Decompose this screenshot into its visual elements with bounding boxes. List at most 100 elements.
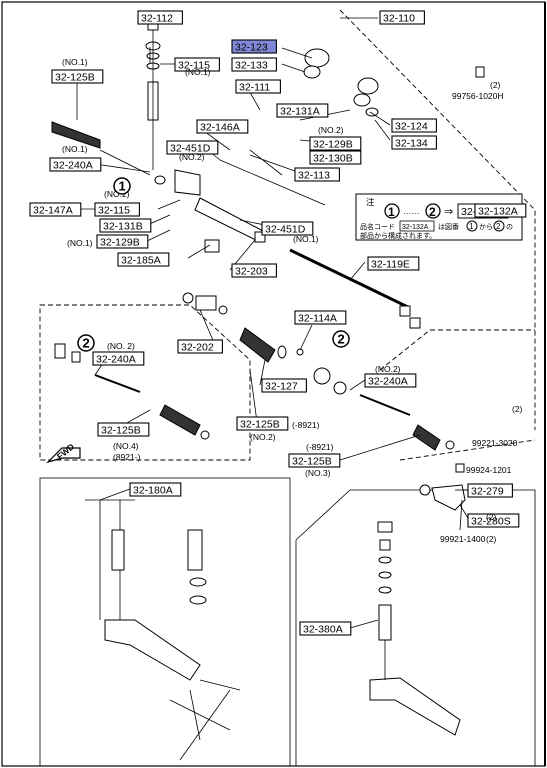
part-label-32-123[interactable]: 32-123	[231, 39, 277, 54]
part-label-32-129b[interactable]: 32-129B	[309, 136, 362, 151]
part-label-32-185a[interactable]: 32-185A	[117, 252, 170, 267]
part-label-text: 32-451D	[265, 224, 306, 236]
part-label-32-124[interactable]: 32-124	[391, 118, 437, 133]
fwd-arrow	[45, 447, 81, 464]
note-n21: 99924-1201	[466, 465, 512, 475]
part-label-32-127[interactable]: 32-127	[261, 378, 307, 393]
part-label-32-147a[interactable]: 32-147A	[29, 202, 82, 217]
part-label-32-131a[interactable]: 32-131A	[276, 103, 329, 118]
left-sub-parts	[54, 343, 210, 440]
note-n12: (8921-)	[113, 452, 141, 462]
part-label-text: 32-131B	[103, 221, 143, 233]
leader-lines	[75, 17, 469, 629]
part-label-32-131b[interactable]: 32-131B	[99, 218, 152, 233]
part-label-32-125b[interactable]: 32-125B	[236, 416, 289, 431]
part-label-text: 32-180A	[133, 485, 173, 497]
part-label-32-119e[interactable]: 32-119E	[367, 256, 420, 271]
part-label-32-240a[interactable]: 32-240A	[49, 157, 102, 172]
part-label-text: 32-240A	[53, 160, 93, 172]
part-label-text: 32-451D	[170, 143, 211, 155]
group-circle-text: 2	[83, 336, 90, 351]
group-circle-text: 2	[338, 332, 345, 347]
part-label-text: 32-113	[298, 170, 330, 182]
group-circle-2: 2	[332, 330, 350, 348]
part-label-32-133[interactable]: 32-133	[231, 57, 277, 72]
part-label-32-112[interactable]: 32-112	[137, 10, 183, 25]
note-n13: (NO.2)	[250, 432, 276, 442]
note-n2: (NO.1)	[185, 67, 211, 77]
note-n23: 99921-1400	[440, 534, 486, 544]
part-label-32-130b[interactable]: 32-130B	[309, 150, 362, 165]
note-n15: (-8921)	[306, 442, 334, 452]
part-label-text: 32-129B	[100, 237, 140, 249]
part-label-32-240a[interactable]: 32-240A	[92, 351, 145, 366]
note-n4: (NO.2)	[179, 152, 205, 162]
part-label-text: 32-185A	[121, 255, 161, 267]
part-label-text: 32-133	[235, 60, 268, 72]
part-label-32-202[interactable]: 32-202	[177, 339, 223, 354]
part-label-text: 32-280S	[471, 516, 511, 528]
mid-parts	[182, 292, 347, 395]
part-label-32-125b[interactable]: 32-125B	[97, 422, 150, 437]
part-label-text: 32-119E	[371, 259, 410, 271]
part-label-text: 32-125B	[55, 72, 95, 84]
part-label-text: 32-146A	[200, 122, 240, 134]
group-circle-1: 1	[113, 177, 131, 195]
part-label-32-132a[interactable]: 32-132A	[474, 203, 527, 218]
part-label-32-113[interactable]: 32-113	[294, 167, 340, 182]
group-circle-2: 2	[77, 334, 95, 352]
legend-circle-3: 1	[469, 222, 474, 231]
legend-title: 注	[366, 197, 375, 207]
part-label-text: 32-202	[181, 342, 214, 354]
part-label-32-280s[interactable]: 32-280S	[467, 513, 520, 528]
note-n10: (NO.2)	[375, 364, 401, 374]
part-label-text: 32-240A	[96, 354, 136, 366]
part-label-text: 32-127	[265, 381, 298, 393]
note-n6: (NO.1)	[293, 234, 319, 244]
note-n20: 99221-3020	[472, 438, 518, 448]
note-n1: (NO.1)	[62, 57, 88, 67]
part-label-32-240a[interactable]: 32-240A	[364, 373, 417, 388]
part-label-32-125b[interactable]: 32-125B	[51, 69, 104, 84]
part-label-32-134[interactable]: 32-134	[391, 135, 437, 150]
legend-code-inline: 32-132A	[402, 224, 429, 231]
pinion-shaft	[145, 10, 161, 170]
panel-380A-drawing	[369, 521, 461, 736]
note-n24: (2)	[486, 534, 497, 544]
part-label-32-115[interactable]: 32-115	[94, 202, 140, 217]
part-label-text: 32-134	[395, 138, 428, 150]
note-n18: 99756-1020H	[452, 91, 504, 101]
group-circles: 1 2 2	[77, 177, 350, 352]
part-label-32-451d[interactable]: 32-451D	[166, 140, 219, 155]
part-label-32-125b[interactable]: 32-125B	[288, 453, 341, 468]
boot-upper	[51, 121, 166, 185]
note-n19: (2)	[512, 404, 523, 414]
legend-line2: 部品から構成されます。	[360, 231, 436, 240]
sub-assembly-outline-right	[379, 329, 535, 371]
part-label-32-115[interactable]: 32-115	[174, 57, 220, 72]
part-label-32-146a[interactable]: 32-146A	[196, 119, 249, 134]
part-label-32-380a[interactable]: 32-380A	[299, 621, 352, 636]
part-label-32-110[interactable]: 32-110	[379, 10, 425, 25]
part-label-32-451d[interactable]: 32-451D	[261, 221, 314, 236]
part-label-32-279[interactable]: 32-279	[467, 483, 513, 498]
part-label-32-129b[interactable]: 32-129B	[96, 234, 149, 249]
part-label-text: 32-380A	[303, 624, 343, 636]
group-circle-text: 1	[119, 179, 126, 194]
part-label-text: 32-125B	[240, 419, 280, 431]
part-label-32-180a[interactable]: 32-180A	[129, 482, 182, 497]
part-label-text: 32-147A	[33, 205, 73, 217]
part-label-32-203[interactable]: 32-203	[231, 263, 277, 278]
part-label-text: 32-240A	[368, 376, 408, 388]
sub-assembly-outline-tie-rod	[399, 439, 536, 461]
note-n5: (NO.2)	[318, 125, 344, 135]
part-label-text: 32-131A	[280, 106, 320, 118]
part-label-text: 32-123	[235, 42, 268, 54]
part-label-32-114a[interactable]: 32-114A	[294, 310, 347, 325]
note-n11: (NO.4)	[113, 441, 139, 451]
rack	[289, 248, 421, 329]
note-n9: (NO. 2)	[107, 341, 135, 351]
legend-line1b: は図番	[438, 223, 459, 231]
part-label-32-111[interactable]: 32-111	[235, 79, 281, 94]
